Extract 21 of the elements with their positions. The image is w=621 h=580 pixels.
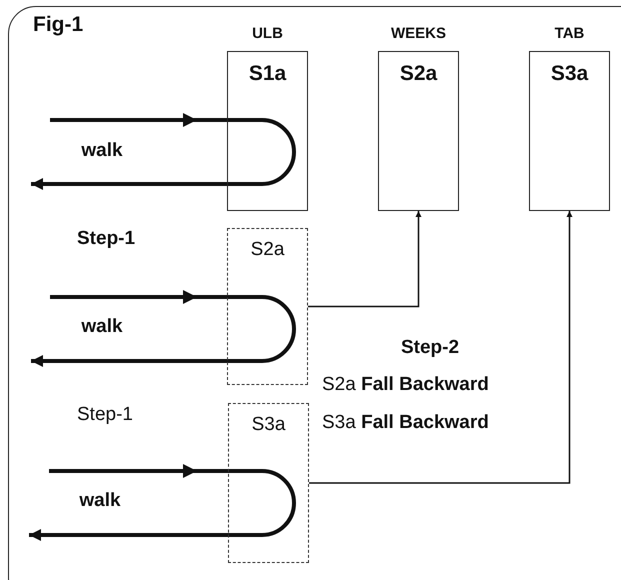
bold-label: Step-2 <box>400 337 460 359</box>
column-heading: TAB <box>554 25 586 42</box>
figure-title: Fig-1 <box>33 13 84 37</box>
bold-label: walk <box>81 316 123 338</box>
dashed-box <box>228 403 309 563</box>
box-label: S2a <box>398 62 438 86</box>
column-heading: ULB <box>251 25 284 42</box>
box-label: S1a <box>248 62 288 86</box>
note-text: S2a Fall Backward <box>322 374 489 396</box>
connector-arrow <box>309 211 572 484</box>
note-text: Step-1 <box>77 404 133 426</box>
note-text: S3a Fall Backward <box>322 412 489 434</box>
box-label: S3a <box>550 62 590 86</box>
dashed-box <box>227 228 308 385</box>
bold-label: walk <box>81 140 123 162</box>
connector-arrow <box>308 211 422 308</box>
bold-label: walk <box>79 490 121 512</box>
bold-label: Step-1 <box>77 228 136 250</box>
box-label: S3a <box>250 414 286 436</box>
box-label: S2a <box>250 239 286 261</box>
column-heading: WEEKS <box>390 25 447 42</box>
